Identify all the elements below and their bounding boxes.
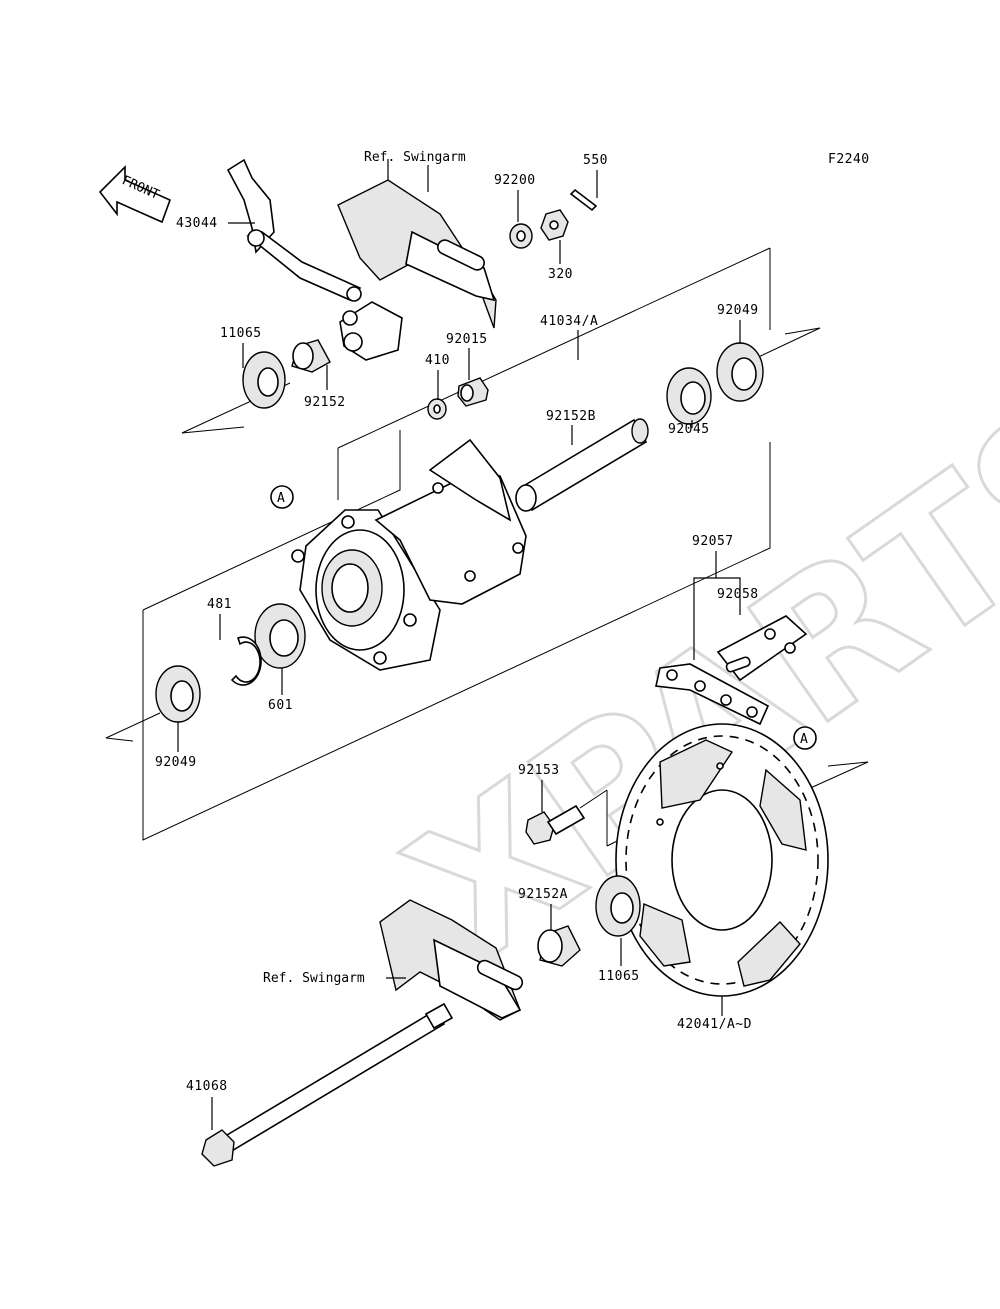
label-92153: 92153 — [518, 763, 560, 778]
front-arrow-icon: FRONT — [98, 165, 172, 224]
leader-lines — [177, 159, 741, 1130]
label-92200: 92200 — [494, 173, 536, 188]
sprocket-42041 — [615, 723, 829, 997]
collar-92152a — [537, 925, 581, 967]
label-92057: 92057 — [692, 534, 734, 549]
seal-92049-top — [716, 342, 764, 402]
label-11065-top: 11065 — [220, 326, 262, 341]
label-481: 481 — [207, 597, 232, 612]
label-92015: 92015 — [446, 332, 488, 347]
label-41034: 41034/A — [540, 314, 598, 329]
label-92058: 92058 — [717, 587, 759, 602]
label-92152: 92152 — [304, 395, 346, 410]
callout-a-top: A — [270, 485, 294, 509]
label-41068: 41068 — [186, 1079, 228, 1094]
swingarm-end-top — [337, 179, 497, 329]
label-42041: 42041/A~D — [677, 1017, 752, 1032]
seal-11065-bottom — [595, 875, 641, 937]
swingarm-end-bottom — [379, 899, 524, 1021]
label-92152b: 92152B — [546, 409, 596, 424]
figure-code: F2240 — [828, 152, 870, 167]
label-43044: 43044 — [176, 216, 218, 231]
rear-hub — [291, 438, 527, 671]
callout-a-right-text: A — [800, 732, 808, 747]
label-601: 601 — [268, 698, 293, 713]
spacer-tube-92152b — [515, 418, 649, 512]
label-92045: 92045 — [668, 422, 710, 437]
ref-swingarm-bottom: Ref. Swingarm — [263, 971, 365, 986]
seal-11065-top — [242, 351, 286, 409]
adjuster-parts — [509, 188, 598, 249]
label-11065-bottom: 11065 — [598, 969, 640, 984]
callout-a-right: A — [793, 726, 817, 750]
label-410: 410 — [425, 353, 450, 368]
label-550: 550 — [583, 153, 608, 168]
axle-41068 — [201, 1002, 454, 1167]
chain-joint-92058 — [716, 615, 808, 682]
label-92049-bottom: 92049 — [155, 755, 197, 770]
label-320: 320 — [548, 267, 573, 282]
circlip-481 — [230, 636, 262, 686]
sleeve-92015 — [457, 377, 489, 407]
collar-92152 — [291, 339, 331, 373]
seal-92049-bottom — [155, 665, 201, 723]
brake-arm-43044 — [226, 158, 403, 361]
bearing-92045 — [666, 367, 712, 425]
ref-swingarm-top: Ref. Swingarm — [364, 150, 466, 165]
callout-a-top-text: A — [277, 491, 285, 506]
label-92049-top: 92049 — [717, 303, 759, 318]
washer-410 — [427, 398, 447, 420]
drive-chain-92057 — [655, 663, 770, 726]
label-92152a: 92152A — [518, 887, 568, 902]
bearing-601 — [254, 603, 306, 669]
bolt-92153 — [525, 804, 586, 845]
